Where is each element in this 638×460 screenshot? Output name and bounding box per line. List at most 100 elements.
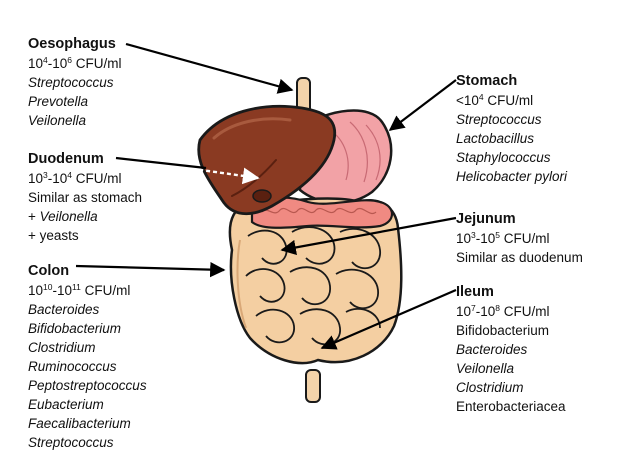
ileum-organism-line: Bifidobacterium	[456, 321, 566, 340]
organism-name: Faecalibacterium	[28, 416, 131, 431]
organism-name: Ruminococcus	[28, 359, 117, 374]
count-base: 10	[456, 304, 472, 319]
count-base: 10	[28, 56, 44, 71]
count-unit: CFU/ml	[72, 56, 122, 71]
count-separator: -	[47, 171, 53, 186]
stomach-organism-line: Streptococcus	[456, 110, 567, 129]
stomach-organism-line: Lactobacillus	[456, 129, 567, 148]
count-exponent: 11	[72, 282, 81, 292]
count-base: 10	[52, 171, 68, 186]
stomach-organism-line: Staphylococcus	[456, 148, 567, 167]
line-prefix: +	[28, 209, 40, 224]
colon-organism-line: Ruminococcus	[28, 357, 147, 376]
count-base: 10	[52, 56, 68, 71]
colon-pointer	[75, 261, 226, 278]
organism-name: Helicobacter pylori	[456, 169, 568, 184]
rectum-tube	[305, 369, 321, 403]
organism-name: Clostridium	[456, 380, 524, 395]
oesophagus-organism-line: Veilonella	[28, 111, 122, 130]
colon-organism-line: Peptostreptococcus	[28, 376, 147, 395]
organism-name: Peptostreptococcus	[28, 378, 147, 393]
count-base: 10	[463, 93, 479, 108]
colon-organism-line: Streptococcus	[28, 433, 147, 452]
count-base: 10	[28, 171, 44, 186]
count-base: 10	[456, 231, 472, 246]
count-base: 10	[57, 283, 73, 298]
organism-name: + yeasts	[28, 228, 79, 243]
jejunum-cfu-count: 103-105 CFU/ml	[456, 229, 583, 248]
pointer-arrows	[75, 42, 457, 350]
colon-organism-line: Bacteroides	[28, 300, 147, 319]
organism-name: Streptococcus	[456, 112, 542, 127]
colon-title: Colon	[28, 263, 70, 279]
oesophagus-organism-line: Streptococcus	[28, 73, 122, 92]
count-unit: CFU/ml	[72, 171, 122, 186]
organism-name: Similar as stomach	[28, 190, 143, 205]
colon-organism-line: Faecalibacterium	[28, 414, 147, 433]
oesophagus-pointer	[125, 42, 294, 94]
count-unit: CFU/ml	[80, 283, 131, 298]
count-unit: CFU/ml	[500, 231, 550, 246]
colon-organism-line: Eubacterium	[28, 395, 147, 414]
count-exponent: 3	[43, 170, 48, 180]
ileum-organism-line: Bacteroides	[456, 340, 566, 359]
count-separator: -	[47, 56, 53, 71]
count-exponent: 4	[478, 92, 484, 102]
count-base: 10	[480, 231, 496, 246]
organism-name: Streptococcus	[28, 435, 114, 450]
jejunum-title: Jejunum	[456, 211, 516, 227]
stomach-organism-line: Helicobacter pylori	[456, 167, 567, 186]
organism-name: Veilonella	[28, 113, 87, 128]
duodenum-organism-line: + yeasts	[28, 226, 142, 245]
count-exponent: 3	[471, 230, 476, 240]
organism-name: Eubacterium	[28, 397, 104, 412]
liver-organ	[197, 104, 337, 215]
organism-name: Veilonella	[39, 209, 98, 224]
count-exponent: 4	[67, 170, 73, 180]
count-exponent: 8	[495, 303, 501, 313]
organism-name: Veilonella	[456, 361, 515, 376]
oesophagus-organism-line: Prevotella	[28, 92, 122, 111]
ileum-organism-line: Enterobacteriacea	[456, 397, 566, 416]
duodenum-organism-line: Similar as stomach	[28, 188, 142, 207]
stomach-pointer	[388, 79, 457, 131]
duodenum-cfu-count: 103-104 CFU/ml	[28, 169, 142, 188]
organism-name: Lactobacillus	[456, 131, 535, 146]
ileum-organism-line: Veilonella	[456, 359, 566, 378]
organism-name: Similar as duodenum	[456, 250, 583, 265]
oesophagus-title: Oesophagus	[28, 36, 116, 52]
ileum-cfu-count: 107-108 CFU/ml	[456, 302, 566, 321]
ileum-title: Ileum	[456, 284, 494, 300]
jejunum-pointer	[280, 216, 457, 256]
organism-name: Bacteroides	[28, 302, 100, 317]
duodenum-pointer-shaft	[115, 156, 207, 170]
organism-name: Bifidobacterium	[456, 323, 550, 338]
ileum-pointer	[320, 288, 457, 350]
organism-name: Streptococcus	[28, 75, 114, 90]
count-separator: -	[52, 283, 58, 298]
count-separator: -	[475, 304, 481, 319]
count-unit: CFU/ml	[483, 93, 534, 108]
count-exponent: 10	[43, 282, 53, 292]
organism-name: Staphylococcus	[456, 150, 551, 165]
count-exponent: 5	[495, 230, 501, 240]
organism-name: Bacteroides	[456, 342, 528, 357]
count-unit: CFU/ml	[500, 304, 550, 319]
count-exponent: 6	[67, 55, 73, 65]
organism-name: Bifidobacterium	[28, 321, 122, 336]
colon-cfu-count: 1010-1011 CFU/ml	[28, 281, 147, 300]
duodenum-title: Duodenum	[28, 151, 104, 167]
count-prefix: <	[456, 93, 464, 108]
count-separator: -	[475, 231, 481, 246]
organism-name: Clostridium	[28, 340, 96, 355]
organism-name: Prevotella	[28, 94, 89, 109]
oesophagus-cfu-count: 104-106 CFU/ml	[28, 54, 122, 73]
colon-organism-line: Clostridium	[28, 338, 147, 357]
